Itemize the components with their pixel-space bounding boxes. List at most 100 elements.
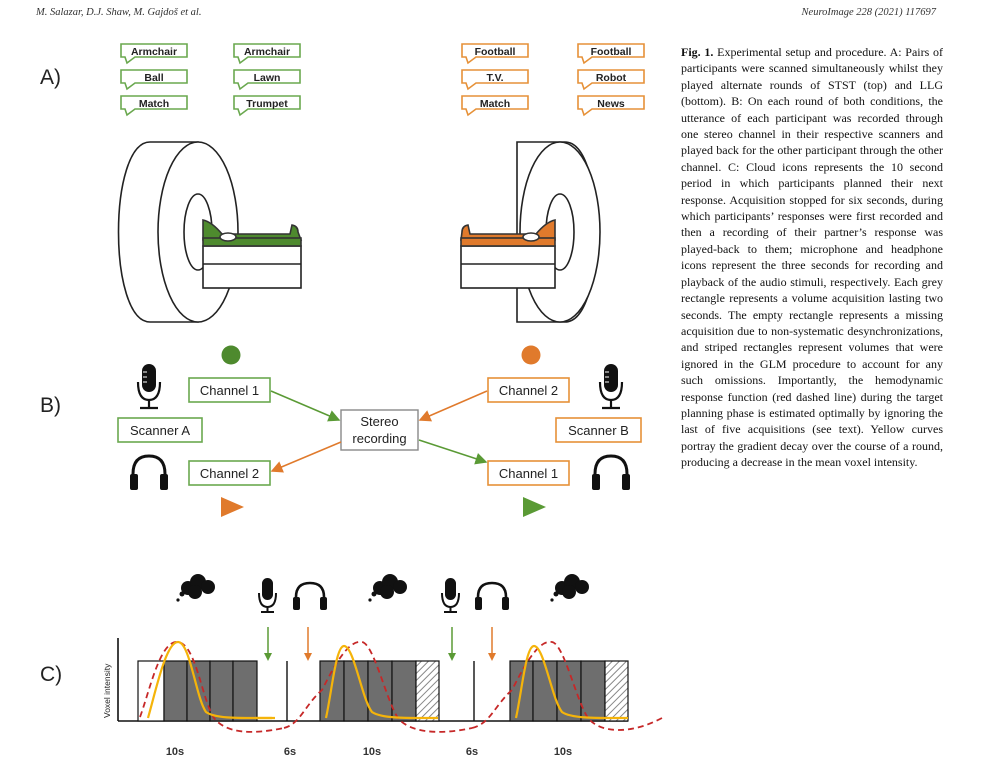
microphone-icon <box>136 364 162 410</box>
word-bubble: News <box>577 95 645 117</box>
decay-curve <box>146 640 273 720</box>
cloud-icon <box>368 574 407 602</box>
word-bubble: Ball <box>120 69 188 91</box>
arrow-green <box>418 439 488 465</box>
arrow-green <box>270 390 341 422</box>
green-dot-icon <box>221 345 241 365</box>
cloud-icon <box>550 574 589 602</box>
play-triangle-icon <box>523 497 546 517</box>
svg-text:T.V.: T.V. <box>486 72 503 84</box>
figure-caption: Fig. 1. Experimental setup and procedure… <box>681 44 943 471</box>
svg-text:Stereo: Stereo <box>360 414 398 429</box>
volume-acquisition <box>319 660 345 722</box>
headphones-icon <box>592 454 630 490</box>
volume-acquisition <box>391 660 417 722</box>
svg-text:Scanner B: Scanner B <box>568 423 629 438</box>
duration-label: 10s <box>166 746 184 758</box>
word-bubble: T.V. <box>461 69 529 91</box>
orange-word-bubbles-left: Football T.V. Match <box>461 43 529 117</box>
volume-acquisition <box>163 660 188 722</box>
down-arrow-orange <box>304 627 312 661</box>
panel-c-label: C) <box>40 663 62 686</box>
svg-text:Channel 2: Channel 2 <box>499 383 558 398</box>
ignored-acquisition <box>604 660 629 722</box>
arrow-orange <box>418 390 488 422</box>
arrow-orange <box>270 441 342 473</box>
svg-text:Ball: Ball <box>144 72 163 84</box>
word-bubble: Lawn <box>233 69 301 91</box>
orange-word-bubbles-right: Football Robot News <box>577 43 645 117</box>
hrf-curve <box>139 641 285 733</box>
green-word-bubbles-right: Armchair Lawn Trumpet <box>233 43 301 117</box>
headphones-icon <box>293 581 327 610</box>
duration-label: 6s <box>284 746 296 758</box>
scanner-b-box: Scanner B <box>555 417 642 443</box>
svg-text:Scanner A: Scanner A <box>130 423 190 438</box>
volume-acquisition <box>232 660 258 722</box>
mri-scanner-right <box>460 141 601 323</box>
duration-label: 6s <box>466 746 478 758</box>
headphones-icon <box>130 454 168 490</box>
panel-c: C) <box>40 574 663 758</box>
svg-text:Trumpet: Trumpet <box>246 98 288 110</box>
word-bubble: Football <box>461 43 529 65</box>
hrf-curve <box>283 641 473 733</box>
word-bubble: Match <box>120 95 188 117</box>
svg-text:Channel 2: Channel 2 <box>200 466 259 481</box>
svg-text:Match: Match <box>139 98 169 110</box>
panel-b-label: B) <box>40 394 61 417</box>
svg-text:Football: Football <box>475 46 516 58</box>
hrf-curve <box>471 641 663 731</box>
down-arrow-orange <box>488 627 496 661</box>
ignored-acquisition <box>415 660 440 722</box>
right-channel-1-box: Channel 1 <box>487 460 570 486</box>
decay-curve <box>324 644 439 720</box>
microphone-icon <box>598 364 624 410</box>
svg-text:News: News <box>597 98 625 110</box>
svg-text:Football: Football <box>591 46 632 58</box>
down-arrow-green <box>448 627 456 661</box>
duration-label: 10s <box>363 746 381 758</box>
word-bubble: Armchair <box>120 43 188 65</box>
word-bubble: Robot <box>577 69 645 91</box>
panel-b: B) <box>40 345 642 517</box>
left-channel-1-box: Channel 1 <box>188 377 271 403</box>
microphone-icon <box>258 578 277 613</box>
volume-acquisition <box>580 660 606 722</box>
down-arrow-green <box>264 627 272 661</box>
panel-a-label: A) <box>40 66 61 89</box>
microphone-icon <box>441 578 460 613</box>
right-channel-2-box: Channel 2 <box>487 377 570 403</box>
svg-text:Channel 1: Channel 1 <box>499 466 558 481</box>
play-triangle-icon <box>221 497 244 517</box>
svg-text:Lawn: Lawn <box>254 72 281 84</box>
stereo-recording-box: Stereo recording <box>340 409 419 451</box>
svg-text:recording: recording <box>352 431 406 446</box>
header-journal: NeuroImage 228 (2021) 117697 <box>801 7 936 18</box>
word-bubble: Match <box>461 95 529 117</box>
word-bubble: Trumpet <box>233 95 301 117</box>
cloud-icon <box>176 574 215 602</box>
svg-text:Channel 1: Channel 1 <box>200 383 259 398</box>
figure-1: A) Armchair Ball Match Armchair <box>40 43 663 758</box>
word-bubble: Football <box>577 43 645 65</box>
decay-curve <box>514 644 629 720</box>
scanner-a-box: Scanner A <box>117 417 203 443</box>
svg-text:Armchair: Armchair <box>131 46 177 58</box>
headphones-icon <box>475 581 509 610</box>
svg-text:Match: Match <box>480 98 510 110</box>
word-bubble: Armchair <box>233 43 301 65</box>
left-channel-2-box: Channel 2 <box>188 460 271 486</box>
y-axis-label: Voxel intensity <box>102 663 112 718</box>
duration-label: 10s <box>554 746 572 758</box>
acquisition-block-2 <box>319 660 440 722</box>
caption-text: Experimental setup and procedure. A: Pai… <box>681 45 943 470</box>
green-word-bubbles-left: Armchair Ball Match <box>120 43 188 117</box>
svg-text:Robot: Robot <box>596 72 627 84</box>
header-authors: M. Salazar, D.J. Shaw, M. Gajdoš et al. <box>36 7 202 18</box>
orange-dot-icon <box>521 345 541 365</box>
caption-label: Fig. 1. <box>681 45 714 59</box>
panel-a: A) Armchair Ball Match Armchair <box>40 43 645 323</box>
volume-acquisition <box>209 660 234 722</box>
mri-scanner-left <box>117 141 303 323</box>
